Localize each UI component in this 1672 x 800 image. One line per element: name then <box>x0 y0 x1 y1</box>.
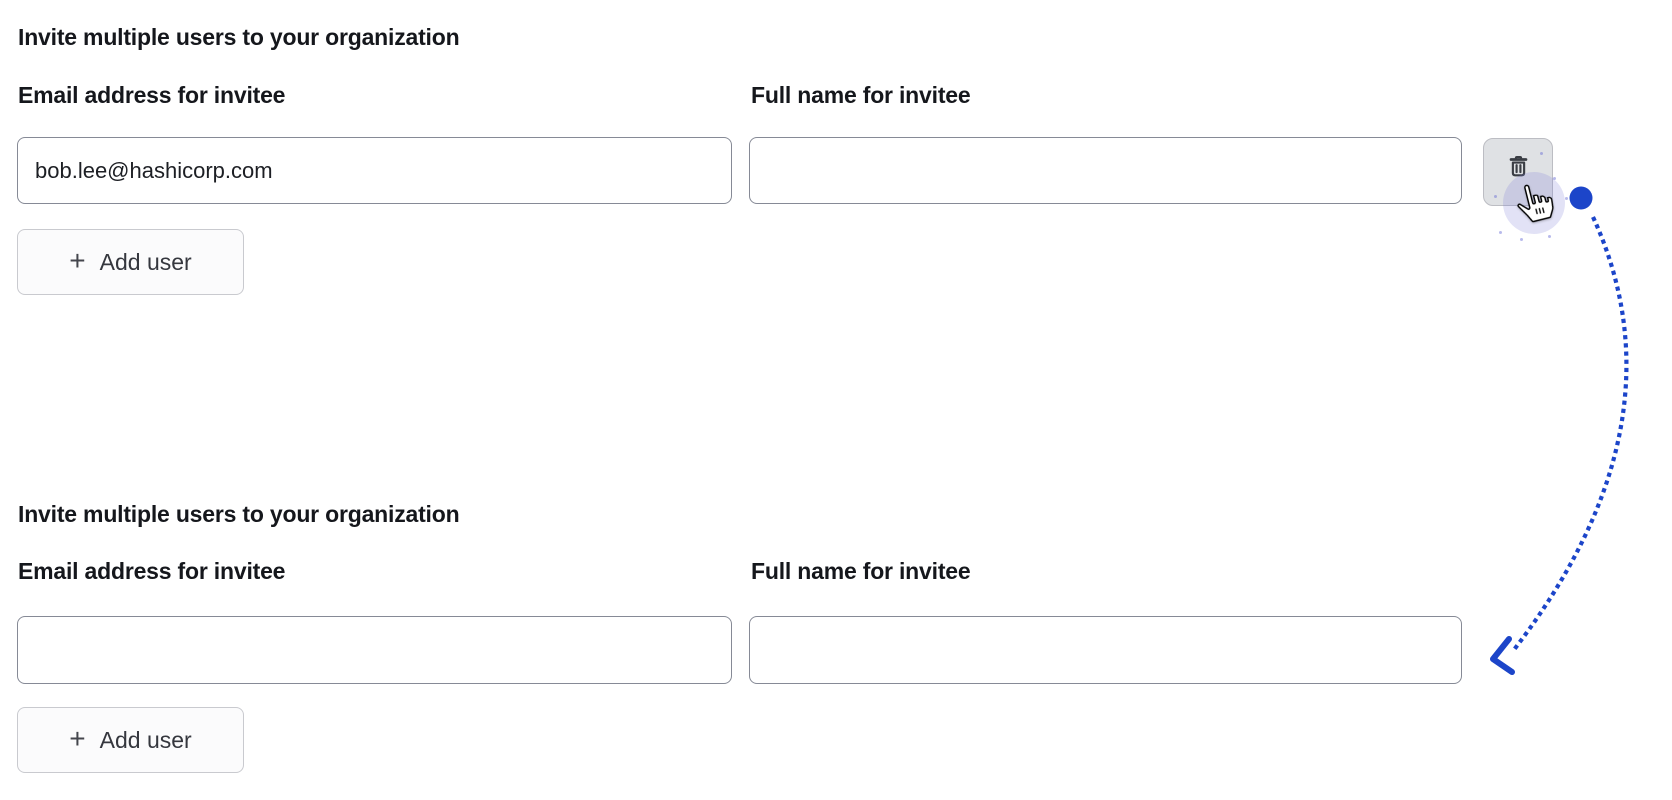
full-name-input[interactable] <box>749 137 1462 204</box>
arrow-curve <box>1511 216 1629 653</box>
full-name-label: Full name for invitee <box>751 558 971 584</box>
delete-row-button[interactable] <box>1483 138 1553 206</box>
add-user-button[interactable]: + Add user <box>17 229 244 295</box>
add-user-button[interactable]: + Add user <box>17 707 244 773</box>
form-heading: Invite multiple users to your organizati… <box>18 501 460 527</box>
halo-speckle <box>1520 238 1523 241</box>
full-name-input[interactable] <box>749 616 1462 684</box>
full-name-label: Full name for invitee <box>751 82 971 108</box>
halo-speckle <box>1553 177 1556 180</box>
form-heading: Invite multiple users to your organizati… <box>18 24 460 50</box>
email-label: Email address for invitee <box>18 558 286 584</box>
arrow-head <box>1490 636 1515 675</box>
arrow-start-dot <box>1569 186 1593 210</box>
plus-icon: + <box>69 245 86 276</box>
add-user-label: Add user <box>99 726 192 753</box>
plus-icon: + <box>69 723 86 754</box>
halo-speckle <box>1499 231 1502 234</box>
email-input[interactable] <box>17 616 732 684</box>
email-label: Email address for invitee <box>18 82 286 108</box>
trash-icon <box>1509 155 1528 177</box>
email-input[interactable] <box>17 137 732 204</box>
halo-speckle <box>1548 235 1551 238</box>
halo-speckle <box>1565 197 1568 200</box>
add-user-label: Add user <box>99 248 192 275</box>
